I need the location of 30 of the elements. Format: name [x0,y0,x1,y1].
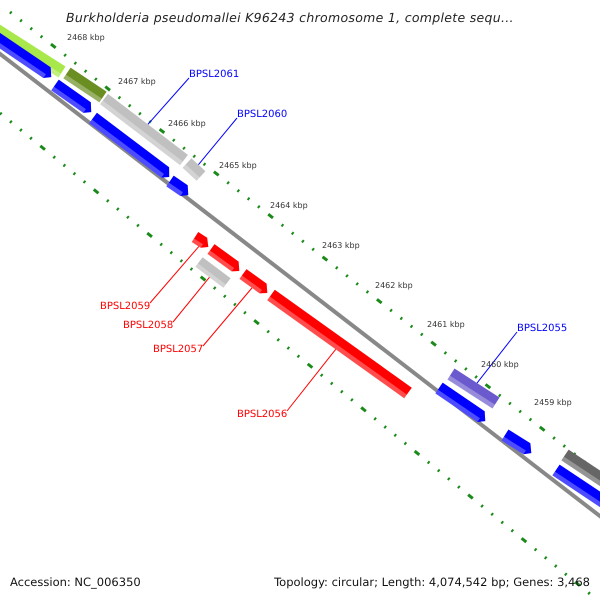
leader-line [172,276,210,322]
gene-feature [240,269,268,294]
map-title: Burkholderia pseudomallei K96243 chromosome 1, complete sequ... [66,10,514,25]
accession-text: Accession: NC_006350 [10,575,141,589]
gene-feature [192,232,208,248]
tick-label: 2462 kbp [375,281,413,290]
gene-label: BPSL2059 [100,301,150,312]
gene-label: BPSL2060 [237,109,288,120]
gene-label: BPSL2056 [237,409,288,420]
gene-feature [100,94,188,166]
gene-label: BPSL2057 [153,344,204,355]
leader-line [286,348,336,412]
tick-label: 2468 kbp [67,33,105,42]
leader-line [198,118,238,166]
sequence-info-text: Topology: circular; Length: 4,074,542 bp; Genes: 3,468 [274,575,590,589]
leader-line [476,332,518,384]
gene-label: BPSL2058 [123,320,174,331]
leader-line [147,78,190,125]
leader-line [150,246,200,304]
tick-label: 2466 kbp [168,119,206,128]
tick-label: 2463 kbp [322,241,360,250]
tick-label: 2464 kbp [270,201,308,210]
gene-feature [447,368,500,408]
gene-label: BPSL2055 [517,323,568,334]
gene-feature [195,257,231,288]
tick-label: 2459 kbp [534,398,572,407]
gene-feature [182,158,206,181]
gene-label: BPSL2061 [189,69,240,80]
leader-line [202,287,252,346]
gene-feature [267,290,412,398]
